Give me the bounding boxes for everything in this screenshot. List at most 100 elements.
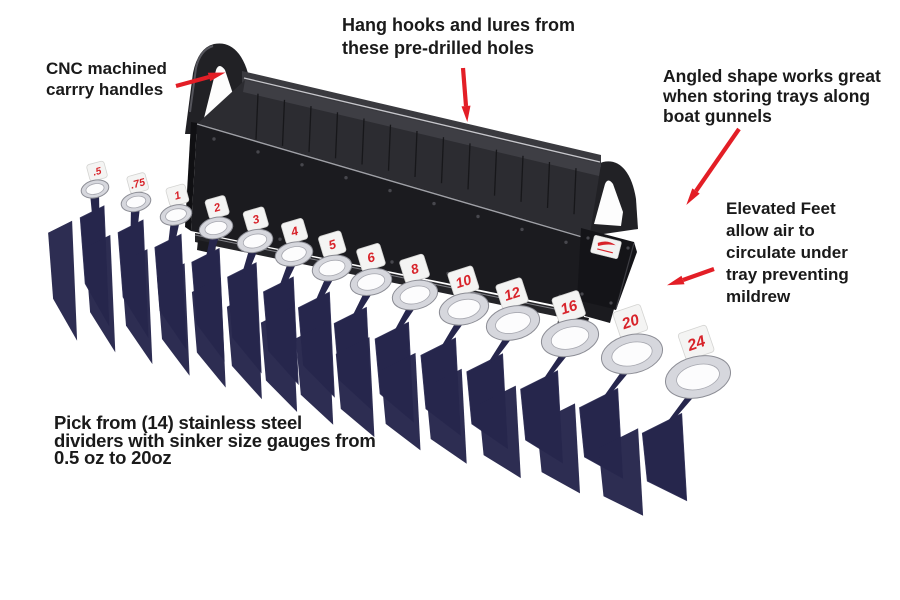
sinker-gauge-ring-icon [120, 191, 152, 213]
annotation-line: 0.5 oz to 20oz [54, 447, 172, 468]
angled-shape-arrow-icon [686, 127, 741, 205]
divider: 24 [598, 324, 731, 516]
gauge-tab: 10 [447, 265, 480, 297]
front-face [191, 123, 589, 311]
sinker-gauge-ring-icon [80, 179, 110, 199]
divider-shadow [157, 263, 190, 376]
annotation-line: Elevated Feet [726, 199, 836, 218]
gauge-label: .75 [129, 176, 146, 191]
annotation-line: these pre-drilled holes [342, 38, 535, 58]
ring-hole [318, 259, 346, 277]
annotation-line: allow air to [726, 221, 815, 240]
divider-stem [278, 259, 298, 289]
pre-drilled-hole [476, 214, 480, 219]
ring-hole [550, 326, 590, 350]
divider-slot [467, 143, 471, 190]
divider-slot [334, 112, 339, 159]
divider-shadow [48, 220, 78, 341]
left-end-sliver [185, 122, 197, 231]
pre-drilled-hole [212, 137, 216, 141]
annotation-line: mildrew [726, 287, 791, 306]
sinker-gauge-ring-icon [600, 333, 664, 375]
divider-slot [573, 168, 577, 215]
divider-stem [350, 288, 375, 321]
sinker-gauge-ring-icon [311, 254, 353, 282]
ring-hole [165, 208, 187, 222]
annotation-line: CNC machined [46, 59, 167, 78]
annotation-line: carrry handles [46, 80, 164, 99]
divider-shadow [380, 352, 421, 451]
divider-slot [387, 124, 392, 171]
gauge-tab: .75 [126, 172, 149, 195]
divider-shadow [335, 337, 375, 438]
gauge-label: 20 [619, 311, 642, 333]
rivet [609, 301, 613, 305]
annotation-dividers-note: Pick from (14) stainless steel dividers … [54, 414, 376, 467]
divider-stem [391, 302, 419, 336]
divider-slot [281, 99, 286, 146]
divider-slots [255, 93, 577, 215]
annotation-cnc-handles: CNC machined carrry handles [46, 58, 167, 100]
gauge-label: 5 [327, 237, 339, 253]
divider: 20 [536, 304, 664, 494]
annotation-hang-hooks: Hang hooks and lures from these pre-dril… [342, 14, 575, 60]
callout-arrows [175, 67, 741, 286]
ring-hole [495, 312, 531, 334]
pre-drilled-hole [278, 237, 282, 241]
annotation-line: Pick from (14) stainless steel [54, 412, 302, 433]
annotation-elevated-feet: Elevated Feet allow air to circulate und… [726, 198, 849, 308]
annotation-line: when storing trays along [663, 86, 871, 106]
annotation-angled-shape: Angled shape works great when storing tr… [663, 66, 881, 126]
brand-sticker [590, 235, 622, 259]
gauge-tab: 1 [165, 183, 190, 207]
sinker-gauge-ring-icon [159, 204, 193, 226]
pre-drilled-hole [300, 163, 304, 167]
interior-wall [197, 80, 601, 240]
gauge-label: 3 [251, 212, 262, 227]
ring-hole [242, 233, 268, 249]
annotation-line: circulate under [726, 243, 848, 262]
gauge-label: 2 [212, 201, 223, 215]
pre-drilled-hole [564, 240, 568, 244]
ring-hole [399, 285, 431, 305]
annotation-line: Angled shape works great [663, 66, 881, 86]
gauge-tab: 24 [677, 324, 715, 361]
divider-slot [440, 137, 445, 184]
pre-drilled-hole [520, 227, 524, 232]
end-panel-edge [615, 242, 635, 310]
sticker-text-line [597, 248, 613, 254]
ring-hole [204, 220, 228, 236]
divider-shadow [121, 249, 153, 365]
ring-hole [356, 273, 386, 291]
sinker-gauge-ring-icon [438, 292, 490, 326]
sinker-gauge-ring-icon [198, 216, 234, 240]
elevated-feet-arrow-icon [667, 267, 715, 286]
gauge-tab-card [86, 160, 108, 182]
gauge-tab: 12 [495, 277, 529, 310]
divider-shadow [425, 368, 467, 464]
sinker-gauge-ring-icon [485, 305, 541, 341]
rivet [586, 236, 590, 240]
sinker-gauge-ring-icon [540, 318, 600, 358]
sinker-gauge-ring-icon [665, 355, 731, 399]
divider-shadow [226, 291, 262, 400]
annotation-line: dividers with sinker size gauges from [54, 429, 376, 451]
right-handle-hole [594, 180, 623, 226]
left-handle-highlight [189, 45, 214, 113]
sinker-gauge-ring-icon [274, 241, 314, 267]
annotation-line: Hang hooks and lures from [342, 15, 576, 35]
gauge-label: 1 [173, 189, 182, 202]
divider-stem [313, 274, 336, 305]
rivet [580, 292, 584, 296]
gauge-tab: 8 [399, 253, 430, 284]
pre-drilled-hole [344, 176, 348, 180]
divider-shadow [536, 403, 580, 494]
divider-shadow [478, 385, 521, 479]
divider-slot [414, 130, 418, 178]
right-end-foot [574, 300, 614, 323]
divider-stem [90, 193, 100, 216]
sinker-gauge-ring-icon [349, 267, 393, 297]
